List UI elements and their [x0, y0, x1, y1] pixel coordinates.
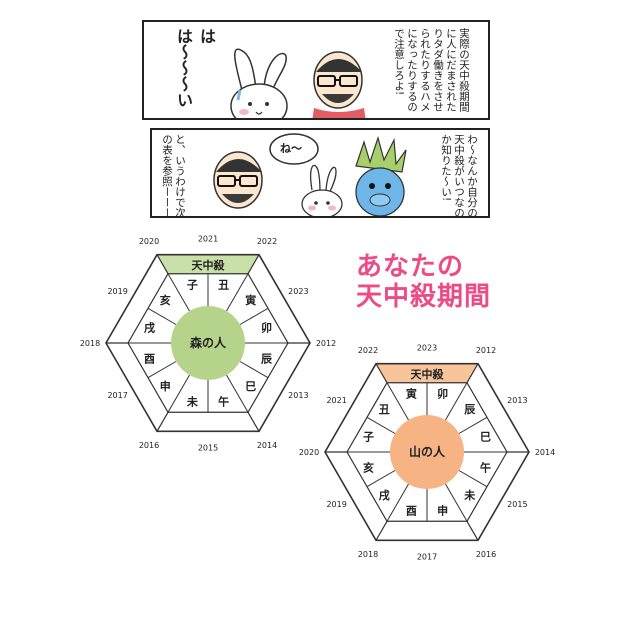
year-label: 2019: [326, 500, 346, 509]
hex-spoke: [375, 363, 388, 384]
zodiac-label: 戌: [379, 488, 390, 502]
year-label: 2012: [476, 346, 496, 355]
year-label: 2017: [107, 391, 127, 400]
zodiac-label: 巳: [480, 430, 491, 443]
tenchusatsu-label: 天中殺: [192, 258, 226, 272]
panel2-narration-right: わ〜なんか自分の天中殺がいつなのか知りた〜い!: [440, 134, 478, 218]
zodiac-label: 丑: [218, 279, 229, 292]
hex-spoke: [466, 363, 479, 384]
zodiac-divider: [445, 382, 468, 421]
zodiac-label: 午: [480, 461, 491, 475]
year-label: 2015: [507, 500, 527, 509]
year-label: 2012: [316, 339, 336, 348]
year-label: 2013: [507, 396, 527, 405]
zodiac-label: 午: [218, 394, 229, 408]
zodiac-label: 卯: [261, 320, 272, 334]
panel2-bubble-text: ね〜: [280, 142, 302, 155]
panel2-narration-left: と、いうわけで次の表を参照ーーー: [161, 134, 186, 218]
zodiac-divider: [239, 307, 269, 325]
year-label: 2014: [535, 448, 555, 457]
rabbit-character-illustration: [230, 48, 288, 118]
zodiac-divider: [226, 374, 249, 413]
heading-line-1: あなたの: [356, 252, 465, 282]
zodiac-label: 酉: [144, 353, 155, 366]
year-label: 2021: [326, 396, 346, 405]
year-label: 2023: [288, 287, 308, 296]
zodiac-label: 戌: [144, 320, 155, 334]
zodiac-label: 未: [186, 394, 199, 408]
center-label: 山の人: [409, 444, 446, 459]
zodiac-divider: [458, 416, 488, 434]
zodiac-label: 酉: [406, 504, 417, 517]
year-label: 2022: [257, 237, 277, 246]
rabbit-character-illustration: [301, 164, 343, 216]
year-label: 2020: [139, 237, 159, 246]
center-circle: [171, 306, 245, 380]
panel1-narration: 実際の天中殺期間に人にだまされたりタダ働きをさせられたりするハメになったりするの…: [393, 28, 470, 112]
speech-bubble-illustration: [269, 133, 319, 165]
year-label: 2016: [476, 550, 496, 559]
hex-spoke: [375, 520, 388, 541]
heading-line-2: 天中殺期間: [356, 282, 492, 312]
zodiac-label: 亥: [363, 461, 374, 475]
zodiac-divider: [458, 470, 488, 488]
zodiac-label: 寅: [406, 387, 417, 401]
zodiac-label: 子: [363, 430, 374, 443]
man-with-glasses-illustration: [213, 151, 263, 209]
comic-panel-2: ね〜 わ〜なんか自分の天中殺がいつなのか知りた〜い! と、いうわけで次の表を参照…: [150, 128, 490, 218]
zodiac-divider: [167, 374, 190, 413]
zodiac-divider: [226, 273, 249, 312]
panel1-speech: は〜〜〜い: [174, 28, 193, 108]
zodiac-label: 丑: [379, 403, 390, 416]
comic-panel-1: 実際の天中殺期間に人にだまされたりタダ働きをさせられたりするハメになったりするの…: [142, 20, 490, 120]
zodiac-divider: [147, 361, 177, 379]
zodiac-label: 亥: [160, 293, 171, 307]
hex-spoke: [156, 411, 169, 432]
zodiac-divider: [239, 361, 269, 379]
year-label: 2014: [257, 441, 277, 450]
panel1-speech-head: は: [197, 28, 216, 44]
zodiac-divider: [445, 483, 468, 522]
hex-spoke: [247, 254, 260, 275]
zodiac-divider: [386, 382, 409, 421]
year-label: 2013: [288, 391, 308, 400]
zodiac-divider: [167, 273, 190, 312]
zodiac-label: 子: [187, 279, 198, 292]
zodiac-label: 辰: [464, 403, 476, 416]
zodiac-label: 寅: [245, 293, 256, 307]
tenchusatsu-band: [376, 363, 478, 383]
year-label: 2016: [139, 441, 159, 450]
zodiac-label: 卯: [437, 387, 448, 401]
hex-spoke: [247, 411, 260, 432]
tenchusatsu-label: 天中殺: [411, 367, 445, 381]
zodiac-label: 申: [437, 503, 448, 517]
man-with-glasses-illustration: [312, 51, 366, 118]
zodiac-label: 巳: [245, 380, 256, 393]
zodiac-label: 辰: [261, 353, 273, 366]
blue-monster-character-illustration: [355, 136, 407, 216]
hex-spoke: [466, 520, 479, 541]
year-label: 2018: [358, 550, 378, 559]
zodiac-divider: [386, 483, 409, 522]
year-label: 2021: [198, 235, 218, 244]
year-label: 2022: [358, 346, 378, 355]
zodiac-divider: [366, 416, 396, 434]
tenchusatsu-band: [157, 254, 259, 274]
center-label: 森の人: [190, 335, 227, 350]
zodiac-label: 申: [160, 379, 171, 393]
hex-spoke: [156, 254, 169, 275]
year-label: 2023: [417, 344, 437, 353]
center-circle: [390, 415, 464, 489]
year-label: 2019: [107, 287, 127, 296]
year-label: 2020: [299, 448, 319, 457]
year-label: 2018: [80, 339, 100, 348]
zodiac-divider: [147, 307, 177, 325]
year-label: 2017: [417, 552, 437, 561]
year-label: 2015: [198, 443, 218, 452]
zodiac-divider: [366, 470, 396, 488]
zodiac-label: 未: [463, 488, 476, 502]
